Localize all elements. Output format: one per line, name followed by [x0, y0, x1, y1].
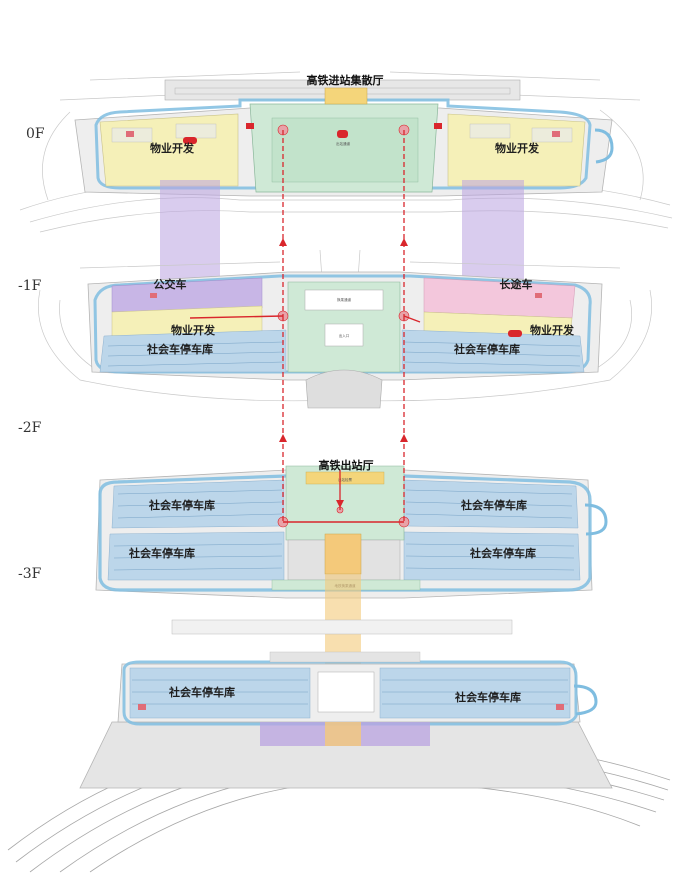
connector-right-0f-to-minus1f [462, 180, 524, 292]
arrow-down-center [336, 500, 344, 508]
zone-label-parking-minus3f-left: 社会车停车库 [168, 685, 235, 699]
route-arrows [279, 238, 408, 508]
floor-label-minus2f: -2F [18, 420, 42, 436]
arrow-up-left-1 [279, 238, 287, 246]
zone-label-parking-minus2f-bottom-right: 社会车停车库 [469, 546, 536, 560]
arrow-up-right-2 [400, 434, 408, 442]
floor-label-minus3f: -3F [18, 566, 42, 582]
zone-label-property-0f-right: 物业开发 [495, 141, 540, 155]
floor-minus3f-plan [7, 619, 671, 873]
floor-label-minus1f: -1F [18, 278, 42, 294]
zone-labels: 物业开发 物业开发 公交车 长途车 物业开发 物业开发 社会车停车库 社会车停车… [128, 141, 575, 704]
zone-label-property-0f-left: 物业开发 [150, 141, 195, 155]
floor-labels: 0F -1F -2F -3F [18, 126, 45, 582]
zone-label-parking-minus1f-left: 社会车停车库 [146, 342, 213, 356]
zone-label-parking-minus1f-right: 社会车停车库 [453, 342, 520, 356]
svg-text:出站检票: 出站检票 [338, 477, 352, 482]
arrow-up-right-1 [400, 238, 408, 246]
zone-label-coach: 长途车 [500, 277, 533, 291]
zone-label-parking-minus2f-bottom-left: 社会车停车库 [128, 546, 195, 560]
zone-label-parking-minus2f-top-right: 社会车停车库 [460, 498, 527, 512]
zone-label-parking-minus3f-right: 社会车停车库 [454, 690, 521, 704]
zone-label-property-minus1f-left: 物业开发 [171, 323, 216, 337]
floor-minus1f-plan: 换乘通道 出入口 [37, 249, 653, 409]
svg-text:出入口: 出入口 [339, 333, 350, 338]
arrival-hall-label: 高铁出站厅 [319, 458, 374, 472]
floor-label-0f: 0F [26, 126, 45, 142]
arrow-up-left-2 [279, 434, 287, 442]
floor-0f-plan: 出站通道 [19, 71, 673, 233]
svg-text:出站通道: 出站通道 [336, 141, 350, 146]
connector-left-0f-to-minus1f [160, 180, 220, 292]
floor-minus2f-plan: 出站检票 地铁换乘通道 [95, 465, 608, 599]
hall-labels: 高铁进站集散厅 高铁出站厅 [307, 73, 384, 472]
zone-label-property-minus1f-right: 物业开发 [530, 323, 575, 337]
svg-text:换乘通道: 换乘通道 [337, 297, 351, 302]
departure-hall-label: 高铁进站集散厅 [307, 73, 384, 87]
zone-label-parking-minus2f-top-left: 社会车停车库 [148, 498, 215, 512]
zone-label-bus: 公交车 [154, 277, 187, 291]
